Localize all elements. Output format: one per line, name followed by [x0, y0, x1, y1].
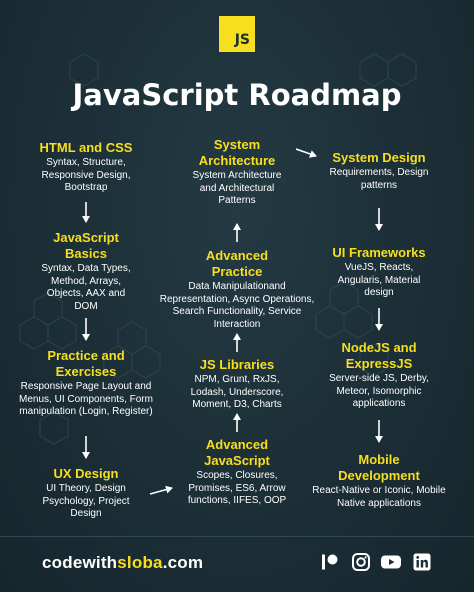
youtube-icon[interactable] [380, 552, 402, 572]
node-ux-design-title: UX Design [53, 466, 119, 481]
node-js-basics: JavaScript Basics Syntax, Data Types, Me… [35, 230, 137, 313]
linkedin-icon[interactable] [412, 552, 432, 572]
node-nodejs-expressjs: NodeJS and ExpressJS Server-side JS, Der… [320, 340, 438, 411]
node-advanced-javascript-desc: Scopes, Closures, Promises, ES6, Arrow f… [187, 470, 287, 506]
node-js-libraries-desc: NPM, Grunt, RxJS, Lodash, Underscore, Mo… [190, 374, 284, 410]
node-html-css: HTML and CSS Syntax, Structure, Responsi… [22, 140, 150, 195]
node-system-design-title: System Design [332, 150, 426, 165]
patreon-icon[interactable] [320, 552, 340, 572]
node-ui-frameworks: UI Frameworks VueJS, Reacts, Angularis, … [320, 245, 438, 300]
brand-text-part2: sloba [117, 553, 163, 572]
node-js-basics-title: JavaScript Basics [53, 230, 119, 261]
node-advanced-javascript-title: Advanced JavaScript [204, 437, 270, 468]
page-title: JavaScript Roadmap [72, 78, 402, 112]
node-system-design-desc: Requirements, Design patterns [329, 167, 429, 191]
node-system-architecture-desc: System Architecture and Architectural Pa… [192, 170, 282, 206]
node-practice-desc: Responsive Page Layout and Menus, UI Com… [19, 381, 153, 417]
node-js-basics-desc: Syntax, Data Types, Method, Arrays, Obje… [41, 263, 131, 312]
node-mobile-development-desc: React-Native or Iconic, Mobile Native ap… [312, 485, 446, 509]
arrow-right-architecture-to-design [295, 148, 317, 158]
node-advanced-javascript: Advanced JavaScript Scopes, Closures, Pr… [180, 437, 294, 508]
brand-link[interactable]: codewithsloba.com [42, 553, 203, 573]
node-ui-frameworks-desc: VueJS, Reacts, Angularis, Material desig… [337, 262, 421, 298]
node-system-architecture-title: System Architecture [198, 137, 276, 168]
arrow-right-ux-to-advanced-js [149, 485, 173, 495]
node-advanced-practice-title: Advanced Practice [205, 248, 269, 279]
node-js-libraries: JS Libraries NPM, Grunt, RxJS, Lodash, U… [180, 357, 294, 412]
node-mobile-development: Mobile Development React-Native or Iconi… [312, 452, 446, 510]
node-practice-title: Practice and Exercises [47, 348, 125, 379]
brand-text-part1: codewith [42, 553, 118, 572]
node-advanced-practice: Advanced Practice Data Manipulationand R… [152, 248, 322, 331]
js-logo-text: JS [234, 32, 250, 48]
node-html-css-title: HTML and CSS [39, 140, 133, 155]
js-logo: JS [219, 16, 255, 52]
node-nodejs-expressjs-desc: Server-side JS, Derby, Meteor, Isomorphi… [329, 373, 429, 409]
node-ui-frameworks-title: UI Frameworks [332, 245, 426, 260]
node-html-css-desc: Syntax, Structure, Responsive Design, Bo… [41, 157, 131, 193]
brand-text-part3: .com [162, 553, 204, 572]
footer-divider [0, 536, 474, 537]
node-ux-design-desc: UI Theory, Design Psychology, Project De… [42, 483, 130, 519]
node-nodejs-expressjs-title: NodeJS and ExpressJS [341, 340, 417, 371]
node-practice: Practice and Exercises Responsive Page L… [18, 348, 154, 419]
node-js-libraries-title: JS Libraries [199, 357, 275, 372]
node-mobile-development-title: Mobile Development [338, 452, 420, 483]
node-system-design: System Design Requirements, Design patte… [320, 150, 438, 192]
node-advanced-practice-desc: Data Manipulationand Representation, Asy… [159, 281, 315, 330]
node-system-architecture: System Architecture System Architecture … [186, 137, 288, 208]
node-ux-design: UX Design UI Theory, Design Psychology, … [36, 466, 136, 521]
instagram-icon[interactable] [351, 552, 371, 572]
